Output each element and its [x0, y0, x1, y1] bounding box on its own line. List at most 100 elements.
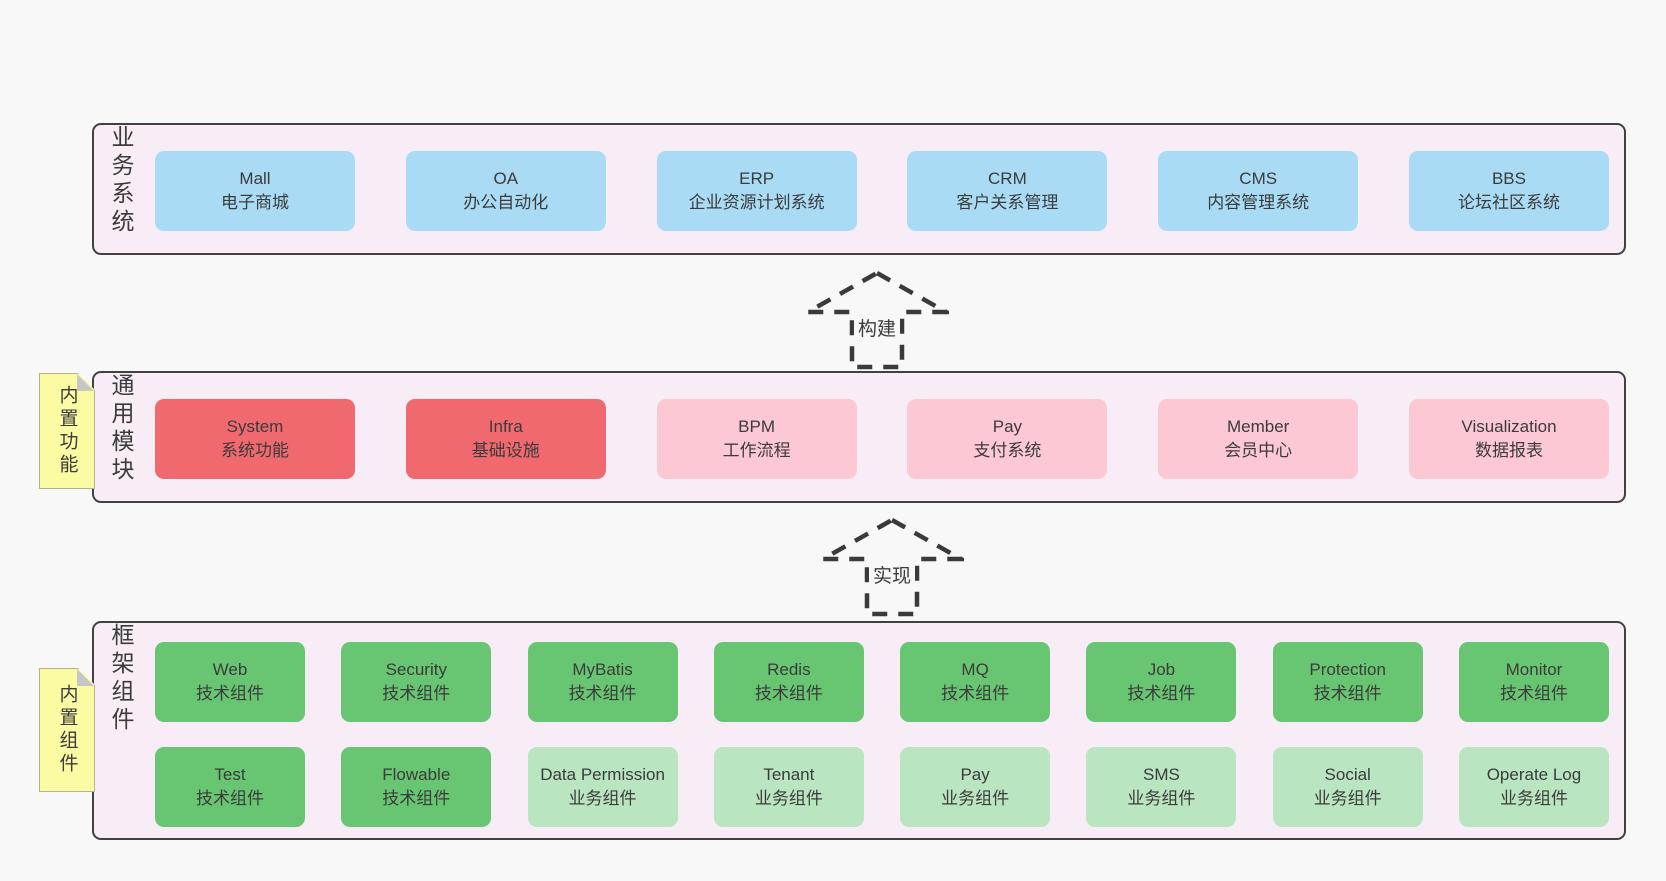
box-title: Operate Log [1486, 765, 1582, 784]
sticky-note-label: 内置功能 [56, 385, 78, 477]
box-sms: SMS 业务组件 [1086, 747, 1237, 827]
box-subtitle: 技术组件 [568, 684, 637, 703]
box-erp: ERP 企业资源计划系统 [656, 151, 857, 231]
box-subtitle: 支付系统 [973, 441, 1042, 460]
box-title: MyBatis [572, 660, 633, 679]
box-title: MQ [961, 660, 989, 679]
box-data-permission: Data Permission 业务组件 [527, 747, 678, 827]
box-title: Member [1227, 417, 1290, 436]
box-title: Mall [239, 169, 271, 188]
box-subtitle: 业务组件 [568, 789, 637, 808]
box-subtitle: 技术组件 [1313, 684, 1382, 703]
section-side-label: 框架组件 [108, 623, 134, 735]
box-subtitle: 数据报表 [1474, 441, 1543, 460]
box-title: Social [1324, 765, 1371, 784]
box-subtitle: 基础设施 [471, 441, 540, 460]
box-subtitle: 企业资源计划系统 [688, 193, 825, 212]
box-security: Security 技术组件 [341, 642, 492, 722]
box-web: Web 技术组件 [155, 642, 305, 722]
box-mq: MQ 技术组件 [900, 642, 1051, 722]
build-arrow-icon: 构建 [805, 270, 949, 370]
sticky-note-built-in-components: 内置组件 [39, 668, 95, 792]
box-subtitle: 技术组件 [1127, 684, 1196, 703]
box-row: System 系统功能 Infra 基础设施 BPM 工作流程 Pay 支付系统 Member 会… [155, 399, 1609, 479]
box-oa: OA 办公自动化 [405, 151, 606, 231]
box-title: Pay [992, 417, 1023, 436]
box-subtitle: 技术组件 [754, 684, 823, 703]
box-title: OA [493, 169, 519, 188]
box-redis: Redis 技术组件 [713, 642, 864, 722]
box-system: System 系统功能 [155, 399, 355, 479]
box-title: Redis [767, 660, 811, 679]
implement-arrow-icon: 实现 [820, 517, 964, 617]
box-title: BPM [738, 417, 776, 436]
box-subtitle: 技术组件 [196, 789, 264, 808]
box-monitor: Monitor 技术组件 [1458, 642, 1609, 722]
box-subtitle: 办公自动化 [463, 193, 549, 212]
box-subtitle: 业务组件 [1127, 789, 1196, 808]
box-subtitle: 会员中心 [1224, 441, 1293, 460]
box-subtitle: 论坛社区系统 [1457, 193, 1560, 212]
box-subtitle: 电子商城 [221, 193, 289, 212]
box-title: Flowable [382, 765, 451, 784]
box-title: CMS [1239, 169, 1278, 188]
box-subtitle: 技术组件 [196, 684, 264, 703]
section-common-modules: 通用模块 System 系统功能 Infra 基础设施 BPM 工作流程 Pay 支付系统 Me… [92, 371, 1626, 503]
box-title: Protection [1309, 660, 1386, 679]
box-social: Social 业务组件 [1272, 747, 1423, 827]
implement-arrow-label: 实现 [868, 561, 916, 588]
box-subtitle: 业务组件 [1313, 789, 1382, 808]
box-test: Test 技术组件 [155, 747, 305, 827]
box-title: Infra [488, 417, 523, 436]
box-subtitle: 系统功能 [221, 441, 289, 460]
box-title: Job [1147, 660, 1176, 679]
box-title: Pay [960, 765, 990, 784]
box-mybatis: MyBatis 技术组件 [527, 642, 678, 722]
box-pay: Pay 支付系统 [907, 399, 1108, 479]
box-title: BBS [1491, 169, 1526, 188]
box-title: Security [385, 660, 447, 679]
build-arrow-label: 构建 [853, 314, 901, 341]
box-title: Test [214, 765, 246, 784]
section-side-label: 通用模块 [108, 373, 134, 485]
box-tenant: Tenant 业务组件 [713, 747, 864, 827]
box-job: Job 技术组件 [1086, 642, 1237, 722]
box-title: ERP [739, 169, 775, 188]
box-operate-log: Operate Log 业务组件 [1458, 747, 1609, 827]
box-visualization: Visualization 数据报表 [1408, 399, 1609, 479]
box-title: SMS [1142, 765, 1180, 784]
box-pay: Pay 业务组件 [900, 747, 1051, 827]
box-subtitle: 技术组件 [1499, 684, 1568, 703]
box-subtitle: 工作流程 [722, 441, 791, 460]
box-mall: Mall 电子商城 [155, 151, 355, 231]
box-subtitle: 业务组件 [754, 789, 823, 808]
box-title: System [226, 417, 284, 436]
box-subtitle: 业务组件 [941, 789, 1010, 808]
box-bbs: BBS 论坛社区系统 [1408, 151, 1609, 231]
box-title: Visualization [1461, 417, 1557, 436]
box-subtitle: 技术组件 [941, 684, 1010, 703]
box-protection: Protection 技术组件 [1272, 642, 1423, 722]
sticky-note-label: 内置组件 [56, 684, 78, 776]
box-member: Member 会员中心 [1158, 399, 1359, 479]
box-title: Monitor [1505, 660, 1563, 679]
section-side-label: 业务系统 [108, 125, 134, 237]
box-title: Web [212, 660, 248, 679]
box-subtitle: 技术组件 [382, 684, 451, 703]
box-infra: Infra 基础设施 [405, 399, 606, 479]
box-bpm: BPM 工作流程 [656, 399, 857, 479]
box-subtitle: 业务组件 [1499, 789, 1568, 808]
box-title: Tenant [763, 765, 815, 784]
box-subtitle: 客户关系管理 [956, 193, 1059, 212]
box-title: Data Permission [540, 765, 665, 784]
sticky-note-built-in-features: 内置功能 [39, 373, 95, 489]
